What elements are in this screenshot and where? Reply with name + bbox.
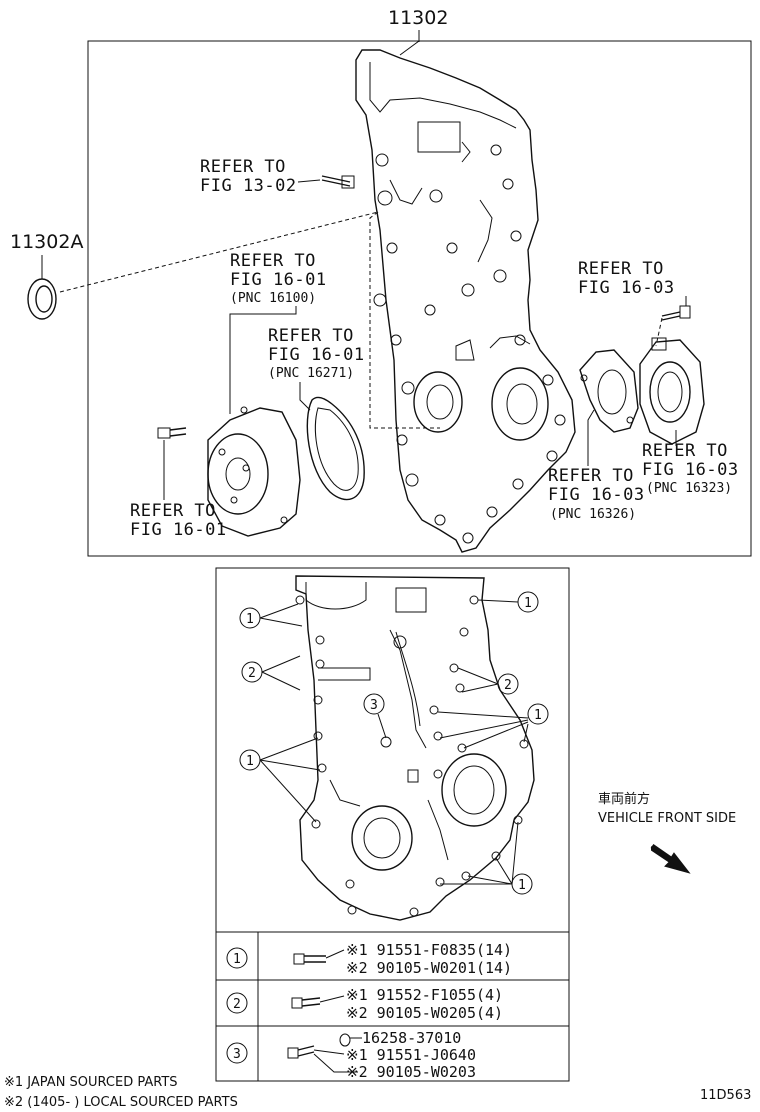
bolt-3-icon bbox=[287, 1033, 351, 1059]
table-row1-line1: ※1 91551-F0835(14) bbox=[346, 941, 512, 959]
table-callout-1 bbox=[226, 947, 248, 969]
callout-1-bottom-label: 1 bbox=[518, 878, 526, 893]
table-row3-line3: ※2 90105-W0203 bbox=[346, 1063, 476, 1081]
refer-16-03-a-line2: FIG 16-03 bbox=[578, 278, 675, 298]
refer-16326-line1: REFER TO bbox=[548, 466, 634, 486]
vehicle-front-en: VEHICLE FRONT SIDE bbox=[598, 811, 736, 826]
water-pump-gasket-icon bbox=[306, 396, 365, 501]
table-callout-2 bbox=[226, 992, 248, 1014]
part-number-11302A: 11302A bbox=[10, 231, 83, 253]
refer-16-01-b-line1: REFER TO bbox=[130, 501, 216, 521]
diagram-id: 11D563 bbox=[700, 1088, 751, 1103]
refer-13-02-line1: REFER TO bbox=[200, 157, 286, 177]
table-row3-line2: ※1 91551-J0640 bbox=[346, 1046, 476, 1064]
refer-16100-line1: REFER TO bbox=[230, 251, 316, 271]
cover-rear-view-icon bbox=[295, 575, 535, 921]
table-row2-line2: ※2 90105-W0205(4) bbox=[346, 1004, 503, 1022]
refer-16-01-b-line2: FIG 16-01 bbox=[130, 520, 227, 540]
refer-16-03-a-line1: REFER TO bbox=[578, 259, 664, 279]
callout-2-left-label: 2 bbox=[248, 666, 256, 681]
table-row3-no: 3 bbox=[233, 1047, 241, 1062]
refer-16271-line2: FIG 16-01 bbox=[268, 345, 365, 365]
callout-1-right-mid bbox=[527, 703, 549, 725]
refer-16271-pnc: (PNC 16271) bbox=[268, 366, 354, 381]
refer-16323-line2: FIG 16-03 bbox=[642, 460, 739, 480]
vehicle-front-jp: 車両前方 bbox=[598, 791, 650, 807]
table-callout-3 bbox=[226, 1042, 248, 1064]
water-outlet-icon bbox=[639, 337, 705, 445]
callout-3-label: 3 bbox=[370, 698, 378, 713]
callout-3 bbox=[363, 693, 385, 715]
callout-1-left-mid-label: 1 bbox=[246, 754, 254, 769]
table-row3-line1: 16258-37010 bbox=[362, 1029, 461, 1047]
bolt-1-icon bbox=[293, 953, 326, 965]
outlet-bolt-icon bbox=[661, 305, 691, 321]
table-row2-line1: ※1 91552-F1055(4) bbox=[346, 986, 503, 1004]
bolt-2-icon bbox=[291, 997, 321, 1009]
bolt-location-frame bbox=[215, 567, 570, 1082]
refer-13-02-line2: FIG 13-02 bbox=[200, 176, 297, 196]
refer-16323-pnc: (PNC 16323) bbox=[646, 481, 732, 496]
table-row1-line2: ※2 90105-W0201(14) bbox=[346, 959, 512, 977]
footnote-japan: ※1 JAPAN SOURCED PARTS bbox=[4, 1075, 178, 1090]
outlet-gasket-icon bbox=[579, 349, 639, 433]
stud-bolt-icon bbox=[321, 175, 355, 189]
pump-bolt-icon bbox=[157, 427, 187, 439]
refer-16323-line1: REFER TO bbox=[642, 441, 728, 461]
table-row2-no: 2 bbox=[233, 997, 241, 1012]
timing-chain-cover-icon bbox=[355, 49, 576, 553]
refer-16100-pnc: (PNC 16100) bbox=[230, 291, 316, 306]
water-pump-icon bbox=[207, 406, 301, 537]
callout-1-topright-label: 1 bbox=[524, 596, 532, 611]
refer-16100-line2: FIG 16-01 bbox=[230, 270, 327, 290]
refer-16326-pnc: (PNC 16326) bbox=[550, 507, 636, 522]
oil-seal-icon bbox=[27, 255, 57, 320]
front-direction-arrow-icon bbox=[650, 843, 691, 874]
part-number-11302: 11302 bbox=[388, 7, 448, 29]
refer-16271-line1: REFER TO bbox=[268, 326, 354, 346]
top-frame bbox=[87, 40, 752, 557]
callout-2-right-label: 2 bbox=[504, 678, 512, 693]
callout-1-topleft-label: 1 bbox=[246, 612, 254, 627]
table-row1-no: 1 bbox=[233, 952, 241, 967]
refer-16326-line2: FIG 16-03 bbox=[548, 485, 645, 505]
footnote-local: ※2 (1405- ) LOCAL SOURCED PARTS bbox=[4, 1095, 238, 1110]
callout-1-right-mid-label: 1 bbox=[534, 708, 542, 723]
